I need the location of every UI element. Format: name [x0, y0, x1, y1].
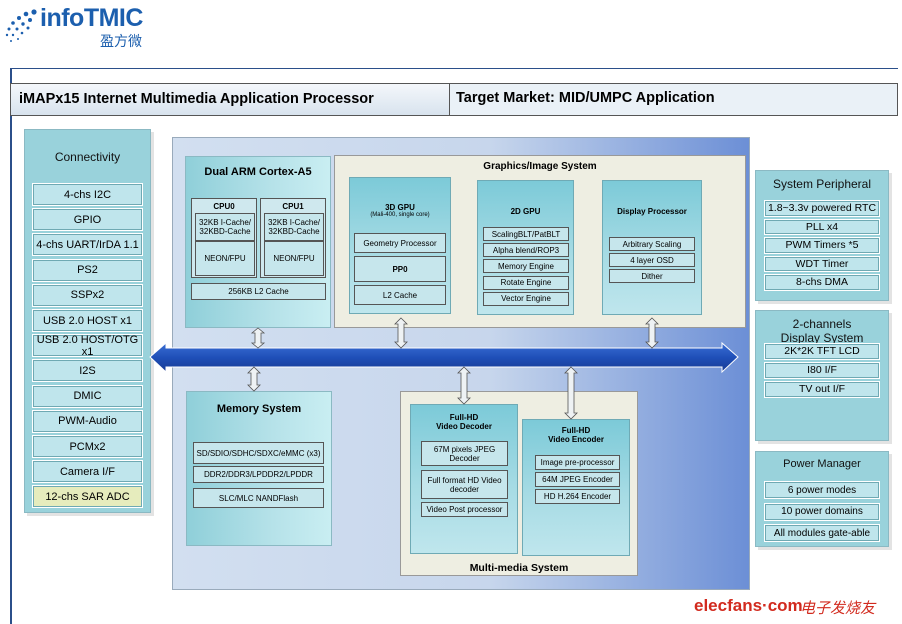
memory-title: Memory System [216, 403, 302, 415]
l2-cache: 256KB L2 Cache [191, 283, 326, 300]
display-system-title-1: 2-channels [792, 317, 852, 331]
connectivity-item-7: I2S [32, 359, 143, 383]
display-system-title-2: Display System [780, 331, 864, 345]
decoder-title-1: Full-HD [449, 413, 479, 422]
cpu0-cache: 32KB I-Cache/ 32KBD-Cache [195, 213, 255, 241]
connectivity-item-4: SSPx2 [32, 283, 143, 307]
brand-logo-cn: 盈方微 [100, 33, 142, 49]
display-processor-item-0: Arbitrary Scaling [609, 237, 695, 251]
connectivity-item-9: PWM-Audio [32, 409, 143, 433]
system-peripheral-item-2: PWM Timers *5 [764, 237, 880, 254]
encoder-jpeg: 64M JPEG Encoder [535, 472, 620, 487]
display-processor-item-1: 4 layer OSD [609, 253, 695, 268]
connectivity-item-3: PS2 [32, 258, 143, 282]
page-title: iMAPx15 Internet Multimedia Application … [10, 83, 450, 116]
gpu2d-item-3: Rotate Engine [483, 275, 569, 290]
logo-dots-icon [5, 9, 37, 42]
watermark-site: elecfans·com [694, 596, 803, 615]
cpu1-cache: 32KB I-Cache/ 32KBD-Cache [264, 213, 324, 241]
arm-title: Dual ARM Cortex-A5 [204, 166, 312, 178]
cpu0-block: CPU0 32KB I-Cache/ 32KBD-Cache NEON/FPU [191, 198, 257, 278]
gpu2d-item-2: Memory Engine [483, 259, 569, 274]
encoder-title-2: Video Encoder [548, 435, 604, 444]
memory-nand: SLC/MLC NANDFlash [193, 488, 324, 508]
encoder-title-1: Full-HD [561, 426, 591, 435]
connectivity-item-0: 4-chs I2C [32, 183, 143, 206]
gpu2d-item-1: Alpha blend/ROP3 [483, 243, 569, 258]
system-peripheral-item-1: PLL x4 [764, 218, 880, 235]
cpu1-title: CPU1 [282, 202, 304, 211]
target-market: Target Market: MID/UMPC Application [456, 90, 715, 106]
power-manager-title: Power Manager [783, 458, 861, 470]
display-system-item-2: TV out I/F [764, 381, 880, 398]
decoder-title-2: Video Decoder [436, 422, 492, 431]
decoder-jpeg: 67M pixels JPEG Decoder [421, 441, 508, 466]
system-peripheral-item-4: 8-chs DMA [764, 274, 880, 291]
connectivity-title: Connectivity [54, 150, 121, 164]
watermark-cn: 电子发烧友 [800, 599, 876, 617]
system-peripheral-item-0: 1.8~3.3v powered RTC [764, 200, 880, 217]
connectivity-item-6: USB 2.0 HOST/OTG x1 [32, 334, 143, 358]
encoder-preproc: Image pre-processor [535, 455, 620, 470]
cpu1-neon: NEON/FPU [264, 241, 324, 276]
memory-ddr: DDR2/DDR3/LPDDR2/LPDDR [193, 466, 324, 483]
connectivity-item-5: USB 2.0 HOST x1 [32, 309, 143, 332]
cpu0-title: CPU0 [213, 202, 235, 211]
gpu2d-item-4: Vector Engine [483, 291, 569, 306]
decoder-hd: Full format HD Video decoder [421, 470, 508, 499]
gpu3d-pp0: PP0 [354, 256, 446, 282]
display-system-item-0: 2K*2K TFT LCD [764, 343, 880, 360]
system-peripheral-item-3: WDT Timer [764, 255, 880, 272]
gpu2d-item-0: ScalingBLT/PatBLT [483, 227, 569, 241]
gpu3d-l2: L2 Cache [354, 285, 446, 305]
encoder-h264: HD H.264 Encoder [535, 489, 620, 504]
graphics-title: Graphics/Image System [483, 161, 597, 172]
display-system-item-1: I80 I/F [764, 362, 880, 379]
cpu1-block: CPU1 32KB I-Cache/ 32KBD-Cache NEON/FPU [260, 198, 326, 278]
connectivity-item-12: 12-chs SAR ADC [32, 485, 143, 509]
system-peripheral-title: System Peripheral [772, 177, 872, 191]
page-frame [10, 68, 898, 624]
display-processor-title: Display Processor [617, 207, 687, 216]
power-manager-item-2: All modules gate-able [764, 524, 880, 542]
gpu2d-title: 2D GPU [510, 207, 541, 216]
decoder-post: Video Post processor [421, 502, 508, 517]
connectivity-item-8: DMIC [32, 384, 143, 408]
connectivity-item-11: Camera I/F [32, 460, 143, 484]
gpu3d-geometry: Geometry Processor [354, 233, 446, 253]
display-processor-item-2: Dither [609, 269, 695, 284]
connectivity-item-10: PCMx2 [32, 435, 143, 458]
connectivity-item-2: 4-chs UART/IrDA 1.1 [32, 233, 143, 257]
cpu0-neon: NEON/FPU [195, 241, 255, 276]
gpu3d-title: 3D GPU [385, 203, 415, 212]
power-manager-item-1: 10 power domains [764, 502, 880, 521]
video-encoder-block: Full-HD Video Encoder [522, 419, 630, 556]
memory-sd: SD/SDIO/SDHC/SDXC/eMMC (x3) [193, 442, 324, 464]
multimedia-title: Multi-media System [469, 562, 569, 574]
gpu3d-subtitle: (Mali-400, single core) [370, 212, 430, 218]
power-manager-item-0: 6 power modes [764, 481, 880, 499]
connectivity-item-1: GPIO [32, 208, 143, 232]
brand-logo: infoTMIC [40, 4, 143, 32]
